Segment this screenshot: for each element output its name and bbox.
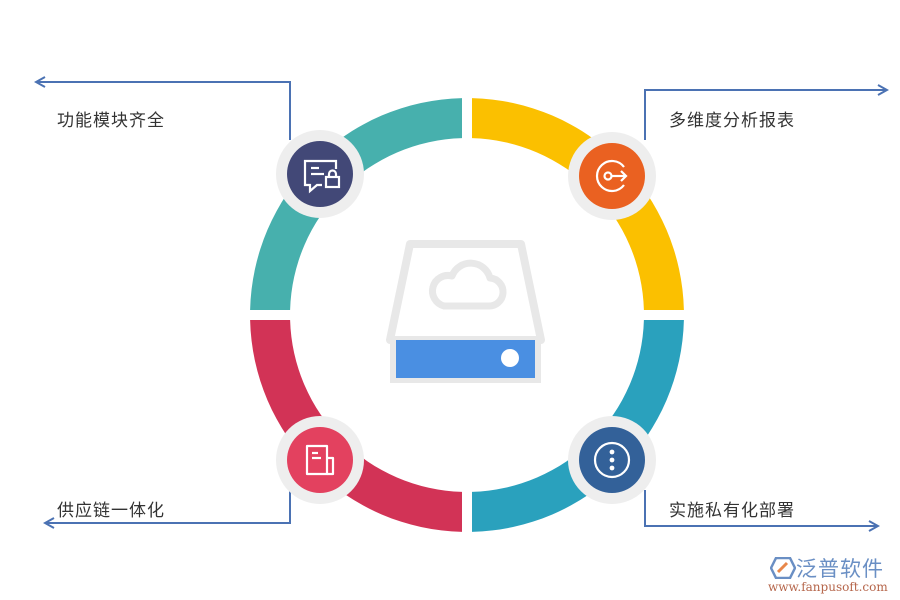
label-bottom-left: 供应链一体化 [57,501,165,521]
brand-mark-icon [770,557,796,579]
connector-top-right [644,90,887,140]
connector-top-left [36,82,291,140]
label-top-right: 多维度分析报表 [669,111,795,131]
label-bottom-right: 实施私有化部署 [669,501,795,521]
ring-segment-top-left [250,98,462,310]
node-top-left [276,130,364,218]
connector-bottom-right [644,490,878,526]
circle-arrow-exit-icon [595,159,628,193]
node-bottom-left [276,416,364,504]
node-bottom-right [568,416,656,504]
label-top-left: 功能模块齐全 [57,111,165,131]
brand-url: www.fanpusoft.com [768,580,888,594]
node-top-right [568,132,656,220]
ring-segment-bottom-right [472,320,684,532]
document-folder-icon [305,444,335,476]
brand-logo: 泛普软件 www.fanpusoft.com [768,553,893,597]
connectors [36,82,887,526]
brand-name: 泛普软件 [796,557,884,581]
connector-bottom-left [45,490,291,523]
cloud-storage-drive-icon [386,240,545,383]
message-lock-icon [303,159,341,194]
more-vertical-circle-icon [593,441,631,479]
ring-segment-top-right [472,98,684,310]
